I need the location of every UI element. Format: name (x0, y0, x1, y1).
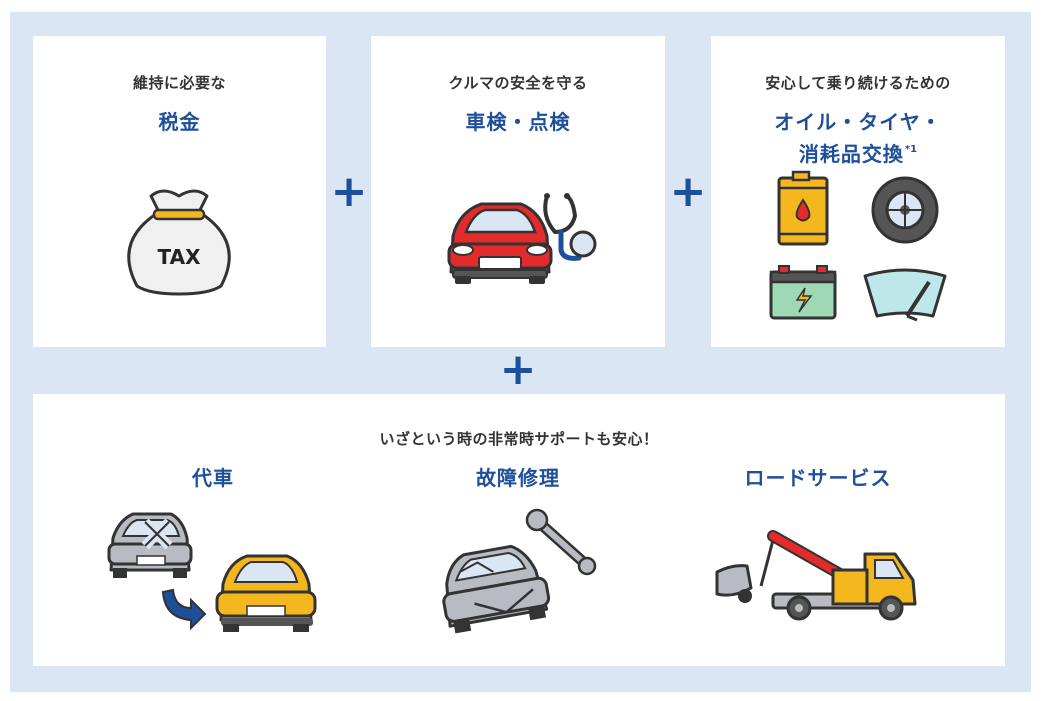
money-bag-icon: TAX (127, 189, 231, 296)
consumables-title-line1: オイル・タイヤ・ (774, 110, 942, 134)
inspection-title: 車検・点検 (465, 110, 571, 134)
inspection-lead: クルマの安全を守る (448, 74, 588, 92)
tax-card: 維持に必要な 税金 TAX (33, 36, 326, 347)
tax-title: 税金 (158, 110, 201, 134)
consumables-icons (769, 170, 947, 322)
consumables-title-text: 消耗品交換 (798, 142, 904, 166)
plus-sign-3: + (499, 344, 537, 395)
emergency-card: いざという時の非常時サポートも安心！ 代車 故障修理 ロードサービス (33, 394, 1005, 666)
tax-lead: 維持に必要な (132, 74, 226, 92)
wiper-icon (863, 268, 947, 322)
replacement-car-icon (107, 512, 317, 632)
inspection-card: クルマの安全を守る 車検・点検 (371, 36, 665, 347)
wrench-icon (525, 508, 597, 576)
tow-truck-icon (715, 530, 917, 621)
consumables-footnote: *1 (904, 144, 918, 155)
tax-bag-label: TAX (158, 245, 202, 269)
service-title-replacement-car: 代車 (192, 466, 234, 490)
consumables-title-line2: 消耗品交換*1 (711, 138, 1005, 167)
service-title-road-service: ロードサービス (744, 466, 892, 490)
tire-icon (871, 176, 939, 244)
consumables-lead: 安心して乗り続けるための (765, 74, 951, 92)
battery-icon (769, 265, 837, 320)
oil-can-icon (777, 170, 829, 246)
plus-sign-2: + (669, 166, 707, 217)
service-title-repair: 故障修理 (476, 466, 560, 490)
consumables-card: 安心して乗り続けるための オイル・タイヤ・ 消耗品交換*1 (711, 36, 1005, 347)
repair-wrench-icon (442, 508, 597, 634)
emergency-lead: いざという時の非常時サポートも安心！ (379, 430, 659, 448)
plus-sign-1: + (330, 166, 368, 217)
car-with-stethoscope-icon (447, 193, 597, 284)
